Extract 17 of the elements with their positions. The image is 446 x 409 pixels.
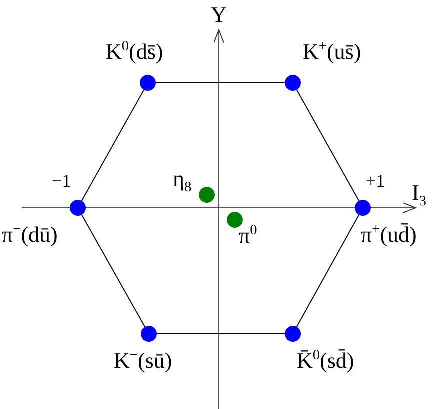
- hexagon-edge: [296, 214, 360, 328]
- particle-label: K̄$^{0}$(sd̄): [297, 350, 354, 372]
- hexagon-edge: [81, 214, 146, 328]
- particle-label: π$^{0}$: [239, 225, 258, 247]
- particle-label: π$^{+}$(ud̄): [361, 224, 417, 246]
- particle-label: K$^{0}$(ds̄): [106, 41, 164, 63]
- particle-label: η$_{8}$: [173, 168, 192, 190]
- hexagon-edge: [81, 89, 145, 202]
- tick-label: −1: [52, 172, 72, 190]
- particle-label: π$^{−}$(dū): [2, 224, 58, 246]
- axis-label: I$_{3}$: [412, 182, 426, 204]
- tick-label: +1: [366, 172, 386, 190]
- hexagon-edge: [296, 89, 360, 202]
- particle-label: K$^{+}$(us̄): [303, 41, 362, 63]
- particle-label: K$^{−}$(sū): [114, 350, 172, 372]
- hexagon-edge: [156, 82, 286, 84]
- axis-label: Y: [211, 4, 227, 26]
